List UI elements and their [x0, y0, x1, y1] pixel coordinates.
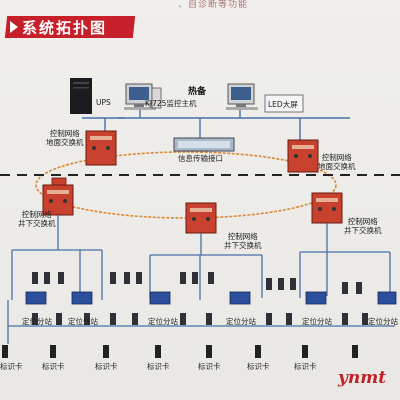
card-label-6: 标识卡 — [247, 362, 270, 371]
ground-switch-right-icon — [287, 139, 319, 173]
id-card-5-icon — [206, 345, 212, 358]
card-label-4: 标识卡 — [147, 362, 170, 371]
led-screen-label: LED大屏 — [268, 100, 298, 109]
substation-label-4: 定位分站 — [226, 317, 256, 326]
hot-standby-computer-icon — [226, 83, 258, 110]
substation-6-icon — [377, 291, 397, 305]
id-card-6-icon — [255, 345, 261, 358]
underground-switch-center-icon — [185, 202, 217, 234]
id-card-8-icon — [352, 345, 358, 358]
info-interface-device-icon — [173, 137, 235, 152]
substation-2-icon — [71, 291, 93, 305]
page-title: 系统拓扑图 — [22, 19, 108, 37]
ups-label: UPS — [96, 98, 111, 107]
ground-switch-left-icon — [85, 130, 117, 166]
substation-label-5: 定位分站 — [302, 317, 332, 326]
id-card-3-icon — [103, 345, 109, 358]
title-arrow-icon — [10, 21, 18, 33]
monitor-host-computer-icon — [124, 83, 162, 110]
id-card-7-icon — [302, 345, 308, 358]
substation-devices — [25, 291, 397, 305]
substation-label-6: 定位分站 — [368, 317, 398, 326]
substation-3-icon — [149, 291, 171, 305]
underground-switch-left-icon — [42, 184, 74, 216]
underground-switch-right-label: 控制网络井下交换机 — [344, 217, 382, 235]
underground-switch-center-label: 控制网络井下交换机 — [224, 232, 262, 250]
substation-4-icon — [229, 291, 251, 305]
substation-label-3: 定位分站 — [148, 317, 178, 326]
substation-1-icon — [25, 291, 47, 305]
id-card-1-icon — [2, 345, 8, 358]
info-interface-label: 信息传输接口 — [178, 154, 223, 163]
reader-devices — [32, 272, 368, 325]
substation-label-1: 定位分站 — [22, 317, 52, 326]
ups-icon — [70, 78, 92, 114]
card-label-1: 标识卡 — [0, 362, 23, 371]
card-label-7: 标识卡 — [294, 362, 317, 371]
underground-switch-left-label: 控制网络井下交换机 — [18, 210, 56, 228]
substation-label-2: 定位分站 — [68, 317, 98, 326]
watermark-logo: ynmt — [338, 368, 387, 388]
header-top-text: 、自诊断等功能 — [178, 0, 249, 10]
id-card-2-icon — [50, 345, 56, 358]
id-card-4-icon — [155, 345, 161, 358]
monitor-host-label: KJ725监控主机 — [145, 99, 197, 108]
card-label-3: 标识卡 — [95, 362, 118, 371]
card-label-5: 标识卡 — [198, 362, 221, 371]
card-label-2: 标识卡 — [42, 362, 65, 371]
ground-switch-left-label: 控制网络地面交换机 — [46, 129, 84, 147]
ground-switch-right-label: 控制网络地面交换机 — [318, 153, 356, 171]
substation-5-icon — [305, 291, 327, 305]
led-screen-icon — [264, 94, 304, 113]
branch-lines — [7, 215, 395, 344]
hot-standby-label: 热备 — [188, 87, 207, 97]
id-cards — [2, 345, 358, 358]
underground-switch-right-icon — [311, 192, 343, 224]
